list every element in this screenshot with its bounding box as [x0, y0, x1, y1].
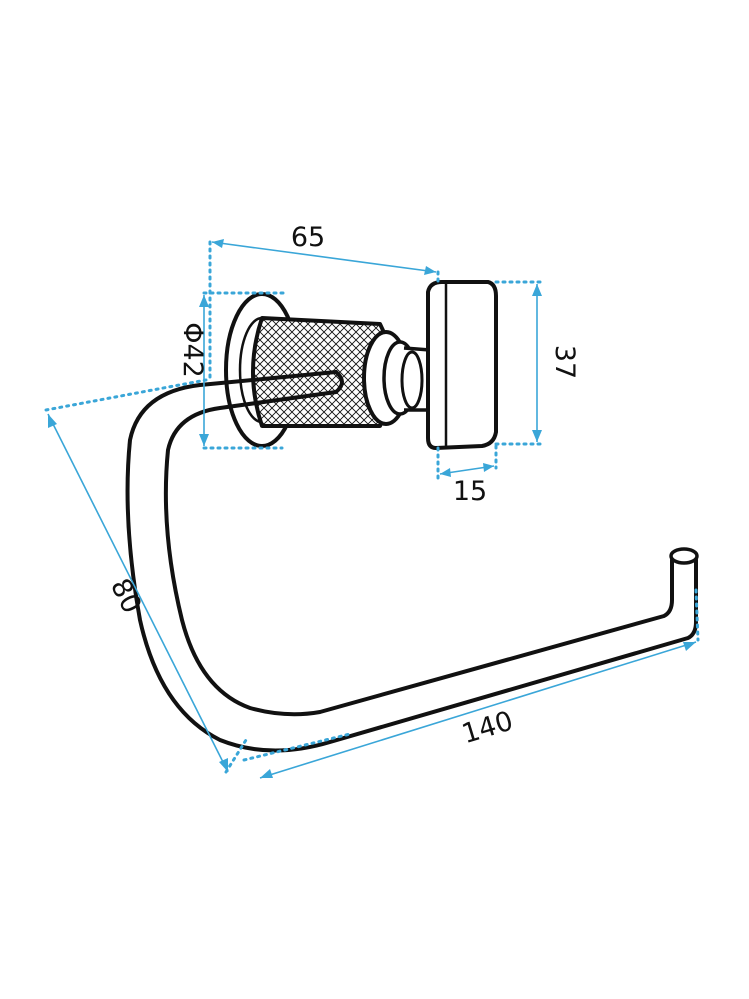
dim-length: 140: [242, 588, 700, 779]
collar-ring-3: [400, 350, 424, 410]
dim-base-diameter-label: Φ42: [177, 322, 208, 378]
arm-shoulder: [334, 370, 344, 394]
dim-end-height: 37: [494, 280, 580, 446]
dim-projection: 65: [208, 222, 440, 382]
dim-end-width-label: 15: [453, 476, 487, 507]
holder-arm: [125, 370, 699, 753]
dim-depth: 80: [44, 378, 248, 774]
arm-tip: [669, 547, 699, 565]
dim-depth-label: 80: [104, 574, 147, 619]
end-cap-block: [426, 280, 498, 450]
arm-outer: [125, 370, 698, 753]
end-cap: [426, 280, 498, 450]
dim-base-diameter: Φ42: [177, 291, 290, 450]
dim-end-height-label: 37: [549, 345, 580, 379]
dim-projection-label: 65: [291, 222, 325, 253]
knurled-barrel: [251, 316, 432, 428]
dimension-lines: 65 Φ42 37 15: [44, 222, 700, 779]
dim-end-width: 15: [436, 444, 498, 507]
arm-inner: [163, 390, 674, 717]
dim-length-label: 140: [458, 706, 516, 751]
